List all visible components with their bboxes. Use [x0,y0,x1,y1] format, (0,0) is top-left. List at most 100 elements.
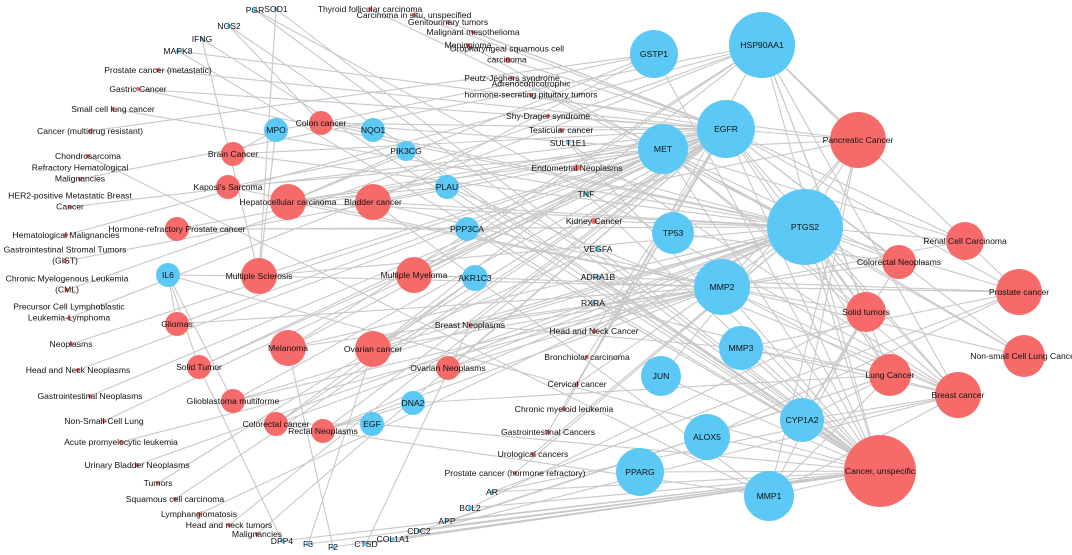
disease-node-peutz[interactable]: Peutz-Jeghers syndrome [464,73,560,83]
disease-node-cancer-unspecific[interactable]: Cancer, unspecific [844,435,916,507]
target-node-plau[interactable]: PLAU [435,175,459,199]
disease-node-breast-neo[interactable]: Breast Neoplasms [435,320,505,330]
disease-node-cml[interactable]: Chronic Myelogenous Leukemia(CML) [6,274,129,295]
target-node-mmp1[interactable]: MMP1 [744,471,794,521]
disease-node-gastric[interactable]: Gastric Cancer [109,84,166,94]
target-node-ar[interactable]: AR [486,487,498,497]
target-node-pgr[interactable]: PGR [246,5,265,15]
disease-node-gi-cancers[interactable]: Gastrointestinal Cancers [501,427,595,437]
disease-node-apl[interactable]: Acute promyelocytic leukemia [64,437,178,447]
target-node-pik3cg[interactable]: PIK3CG [390,141,422,161]
target-node-sod1[interactable]: SOD1 [264,4,288,14]
target-node-vegfa[interactable]: VEGFA [584,244,613,254]
disease-node-solid-tumor[interactable]: Solid Tumor [176,355,222,379]
target-node-mapk8[interactable]: MAPK8 [163,46,192,56]
target-node-ctsd[interactable]: CTSD [354,539,377,549]
disease-node-brain[interactable]: Brain Cancer [208,142,258,166]
disease-node-prostate[interactable]: Prostate cancer [989,269,1049,315]
target-node-nqo1[interactable]: NQO1 [361,118,386,142]
disease-node-urological[interactable]: Urological cancers [498,449,569,459]
disease-node-hn-tumors[interactable]: Head and neck tumors [186,520,272,530]
disease-node-solid-tumors[interactable]: Solid tumors [842,292,890,332]
disease-node-hn-neo[interactable]: Head and Neck Neoplasms [26,365,131,375]
disease-node-cml2[interactable]: Chronic myeloid leukemia [515,404,614,414]
disease-node-ms[interactable]: Multiple Sclerosis [226,258,293,294]
disease-node-lung[interactable]: Lung Cancer [865,354,915,396]
target-node-nos2[interactable]: NOS2 [217,21,241,31]
disease-node-scc[interactable]: Squamous cell carcinoma [126,494,225,504]
target-node-adra1b[interactable]: ADRA1B [581,272,616,282]
disease-node-thyroid[interactable]: Thyroid follicular carcinoma [318,4,423,14]
disease-node-prostate-met[interactable]: Prostate cancer (metastatic) [104,65,212,75]
disease-node-hcc[interactable]: Hepatocellular carcinoma [240,184,337,220]
target-node-akr1c3[interactable]: AKR1C3 [458,265,492,291]
disease-node-colon[interactable]: Colon cancer [296,111,347,135]
target-node-ppp3ca[interactable]: PPP3CA [450,217,484,241]
disease-node-sclc[interactable]: Small cell lung cancer [71,104,155,114]
disease-node-ovarian-neo[interactable]: Ovarian Neoplasms [410,356,486,380]
disease-node-bladder[interactable]: Bladder cancer [344,184,402,220]
disease-node-gi-neo[interactable]: Gastrointestinal Neoplasms [37,391,142,401]
target-node-rxra[interactable]: RXRA [581,298,605,308]
disease-node-testicular[interactable]: Testicular cancer [529,125,594,135]
disease-node-kidney[interactable]: Kidney Cancer [566,216,623,226]
disease-node-gbm[interactable]: Glioblastoma multiforme [187,389,280,413]
target-node-cyp1a2[interactable]: CYP1A2 [780,398,824,442]
disease-node-chondro[interactable]: Chondrosarcoma [55,151,121,161]
disease-node-mdr[interactable]: Cancer (multidrug resistant) [37,126,143,136]
target-node-egfr[interactable]: EGFR [697,100,755,158]
target-node-hsp90aa1[interactable]: HSP90AA1 [729,12,795,78]
target-node-bcl2[interactable]: BCL2 [459,503,481,513]
disease-node-breast[interactable]: Breast cancer [931,372,985,418]
disease-node-tumors[interactable]: Tumors [144,478,173,488]
target-node-pparg[interactable]: PPARG [616,448,664,496]
disease-node-lymph[interactable]: Lymphangiomatosis [161,509,237,519]
target-node-gstp1[interactable]: GSTP1 [630,30,678,78]
disease-node-prostate-hr[interactable]: Prostate cancer (hormone refractory) [445,468,586,478]
target-node-cdc2[interactable]: CDC2 [407,526,431,536]
target-node-dna2[interactable]: DNA2 [401,391,425,415]
disease-node-melanoma[interactable]: Melanoma [268,330,308,366]
disease-node-genito[interactable]: Genitourinary tumors [408,17,488,27]
disease-node-cervical[interactable]: Cervical cancer [547,379,606,389]
disease-node-pancreatic[interactable]: Pancreatic Cancer [823,112,894,168]
target-node-egf[interactable]: EGF [360,412,384,436]
target-node-il6[interactable]: IL6 [156,263,180,287]
disease-node-nscl[interactable]: Non-Small-Cell Lung [64,416,144,426]
disease-node-colorectal[interactable]: Colorectal cancer [243,412,310,436]
target-node-mpo[interactable]: MPO [264,118,288,142]
target-node-mmp2[interactable]: MMP2 [694,259,750,315]
disease-node-heme[interactable]: Hematological Malignancies [13,230,120,240]
disease-node-meningioma[interactable]: Meningioma [445,40,492,50]
disease-node-neoplasms[interactable]: Neoplasms [50,339,93,349]
target-node-app[interactable]: APP [438,516,455,526]
target-node-col1a1[interactable]: COL1A1 [377,534,410,544]
target-node-tnf[interactable]: TNF [578,189,595,199]
disease-node-malig[interactable]: Malignancies [232,529,282,539]
target-node-f2[interactable]: F2 [328,542,338,552]
disease-node-bronchiolar[interactable]: Bronchiolar carcinoma [544,352,630,362]
disease-node-gist[interactable]: Gastrointestinal Stromal Tumors(GIST) [4,245,127,266]
disease-node-shy[interactable]: Shy-Drager syndrome [506,111,590,121]
target-node-dpp4[interactable]: DPP4 [271,536,294,546]
disease-node-colorectal-neo[interactable]: Colorectal Neoplasms [857,245,941,279]
disease-node-cis[interactable]: Carcinoma in situ, unspecified [357,10,472,20]
disease-node-ovarian[interactable]: Ovarian cancer [344,331,402,367]
disease-node-endometrial[interactable]: Endometrial Neoplasms [531,163,622,173]
disease-node-mm[interactable]: Multiple Myeloma [381,257,448,293]
target-node-ptgs2[interactable]: PTGS2 [767,189,843,265]
target-node-ifng[interactable]: IFNG [192,34,213,44]
disease-node-gliomas[interactable]: Gliomas [161,312,193,336]
target-node-sult1e1[interactable]: SULT1E1 [550,138,587,148]
disease-node-nsclc[interactable]: Non-small Cell Lung Cancer [970,335,1072,377]
disease-node-rectal[interactable]: Rectal Neoplasms [288,419,358,443]
target-node-mmp3[interactable]: MMP3 [719,326,763,370]
disease-node-meso[interactable]: Malignant mesothelioma [426,27,519,37]
disease-node-headneck-cancer[interactable]: Head and Neck Cancer [549,326,638,336]
target-node-tp53[interactable]: TP53 [652,212,694,254]
